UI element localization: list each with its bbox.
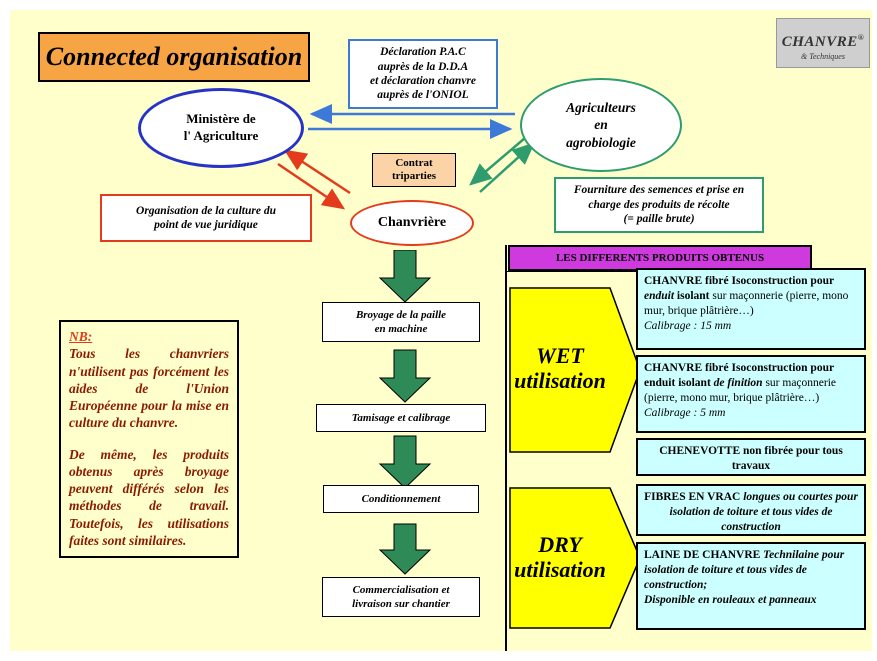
nb-note: NB: Tous les chanvriers n'utilisent pas … [59,320,239,558]
page-title: Connected organisation [38,32,310,82]
wet-arrow-shape [509,287,641,453]
step-conditionnement: Conditionnement [323,485,479,513]
step-tamisage: Tamisage et calibrage [316,404,486,432]
connector-arrows [277,104,535,210]
down-arrow-icon [378,435,432,489]
down-arrow-icon [378,250,432,303]
products-divider [505,245,507,651]
nb-heading: NB: [69,329,93,344]
product-fibres-vrac: FIBRES EN VRAC longues ou courtes pour i… [636,484,866,536]
process-arrows [378,250,432,575]
logo-tagline: & Techniques [801,52,845,61]
down-arrow-icon [378,349,432,403]
nb-paragraph-2: De même, les produits obtenus après broy… [69,446,229,548]
product-chenevotte: CHENEVOTTE non fibrée pour tous travaux [636,438,866,476]
chanvriere-node: Chanvrière [350,200,474,246]
product-chanvre-enduit: CHANVRE fibré Isoconstruction pour endui… [636,268,866,350]
nb-paragraph-1: Tous les chanvriers n'utilisent pas forc… [69,346,229,431]
logo-text: CHANVRE® [781,33,865,50]
products-header: LES DIFFERENTS PRODUITS OBTENUS [508,245,812,271]
products-hline [505,271,645,272]
usage-arrows [509,287,641,629]
product-chanvre-finition: CHANVRE fibré Isoconstruction pour endui… [636,355,866,433]
down-arrow-icon [378,523,432,575]
diagram-canvas: Connected organisation CHANVRE® & Techni… [10,10,872,651]
declaration-box: Déclaration P.A.C auprès de la D.D.A et … [348,39,498,109]
dry-arrow-shape [509,487,641,629]
product-laine-chanvre: LAINE DE CHANVRE Technilaine pour isolat… [636,542,866,630]
logo: CHANVRE® & Techniques [776,18,870,68]
